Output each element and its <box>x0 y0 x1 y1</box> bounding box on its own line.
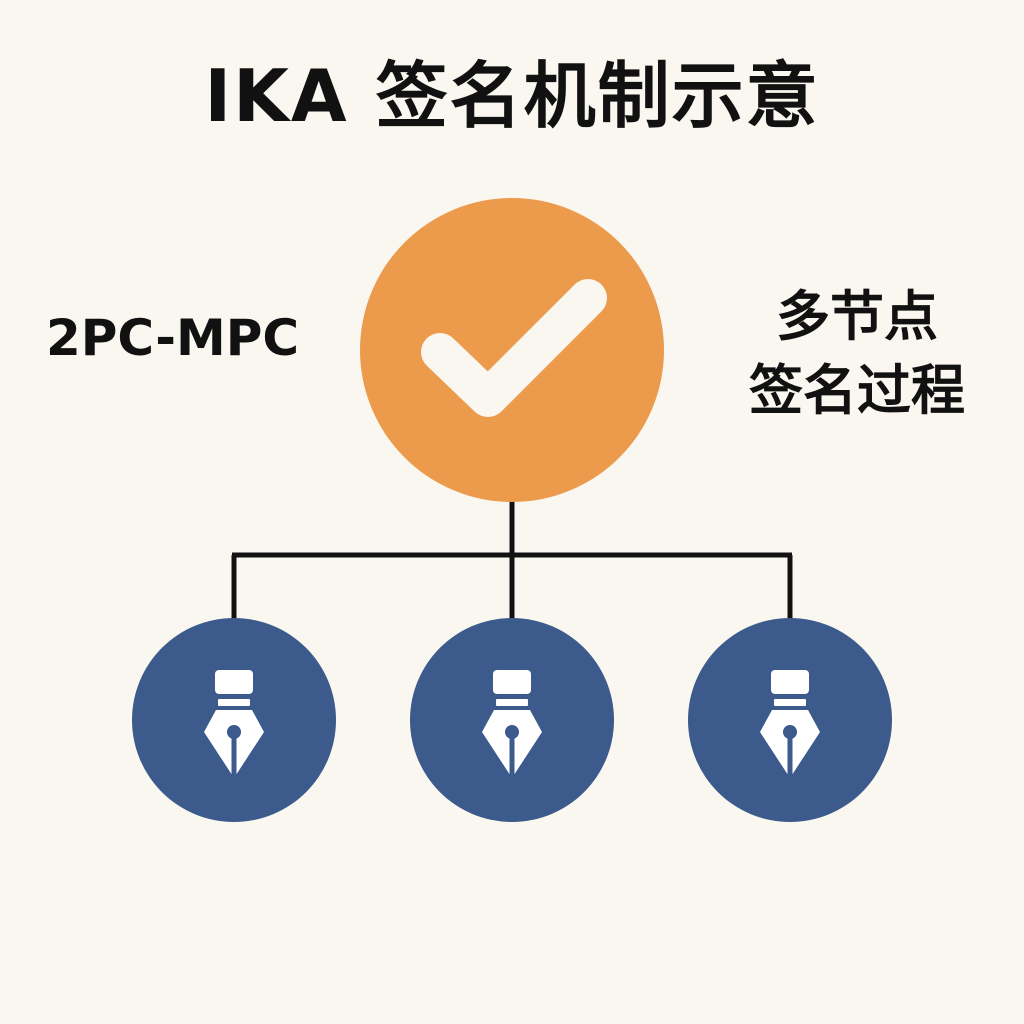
connector-lines <box>231 500 793 622</box>
page-title: IKA 签名机制示意 <box>204 54 820 138</box>
signer-node-1 <box>132 618 336 822</box>
process-label-line1: 多节点 <box>776 285 938 348</box>
checkmark-icon <box>421 279 607 417</box>
signer-node-2 <box>410 618 614 822</box>
protocol-label: 2PC-MPC <box>46 309 300 367</box>
signer-node-3 <box>688 618 892 822</box>
process-label-line2: 签名过程 <box>749 359 965 422</box>
process-label: 多节点 签名过程 <box>722 280 992 428</box>
aggregate-node <box>360 198 664 502</box>
